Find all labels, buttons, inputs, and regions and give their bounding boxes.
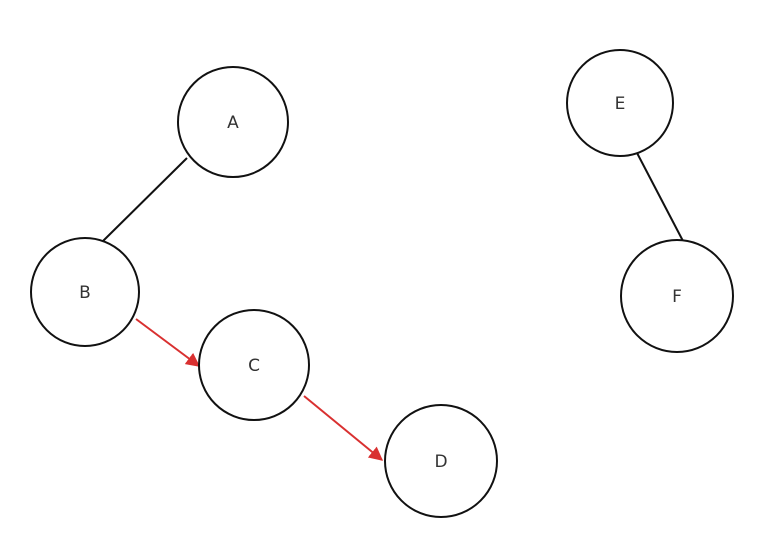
edge-b-c	[135, 318, 201, 367]
node-d[interactable]: D	[384, 404, 498, 518]
node-a[interactable]: A	[177, 66, 289, 178]
node-f[interactable]: F	[620, 239, 734, 353]
node-e-label: E	[615, 94, 626, 114]
edge-a-b	[102, 157, 188, 242]
node-d-label: D	[434, 452, 447, 472]
node-c[interactable]: C	[198, 309, 310, 421]
edge-c-d	[303, 395, 384, 461]
node-b[interactable]: B	[30, 237, 140, 347]
node-c-label: C	[248, 356, 260, 376]
node-b-label: B	[79, 283, 91, 303]
edge-e-f	[635, 150, 684, 242]
node-a-label: A	[227, 113, 239, 133]
node-e[interactable]: E	[566, 49, 674, 157]
node-f-label: F	[672, 287, 682, 307]
